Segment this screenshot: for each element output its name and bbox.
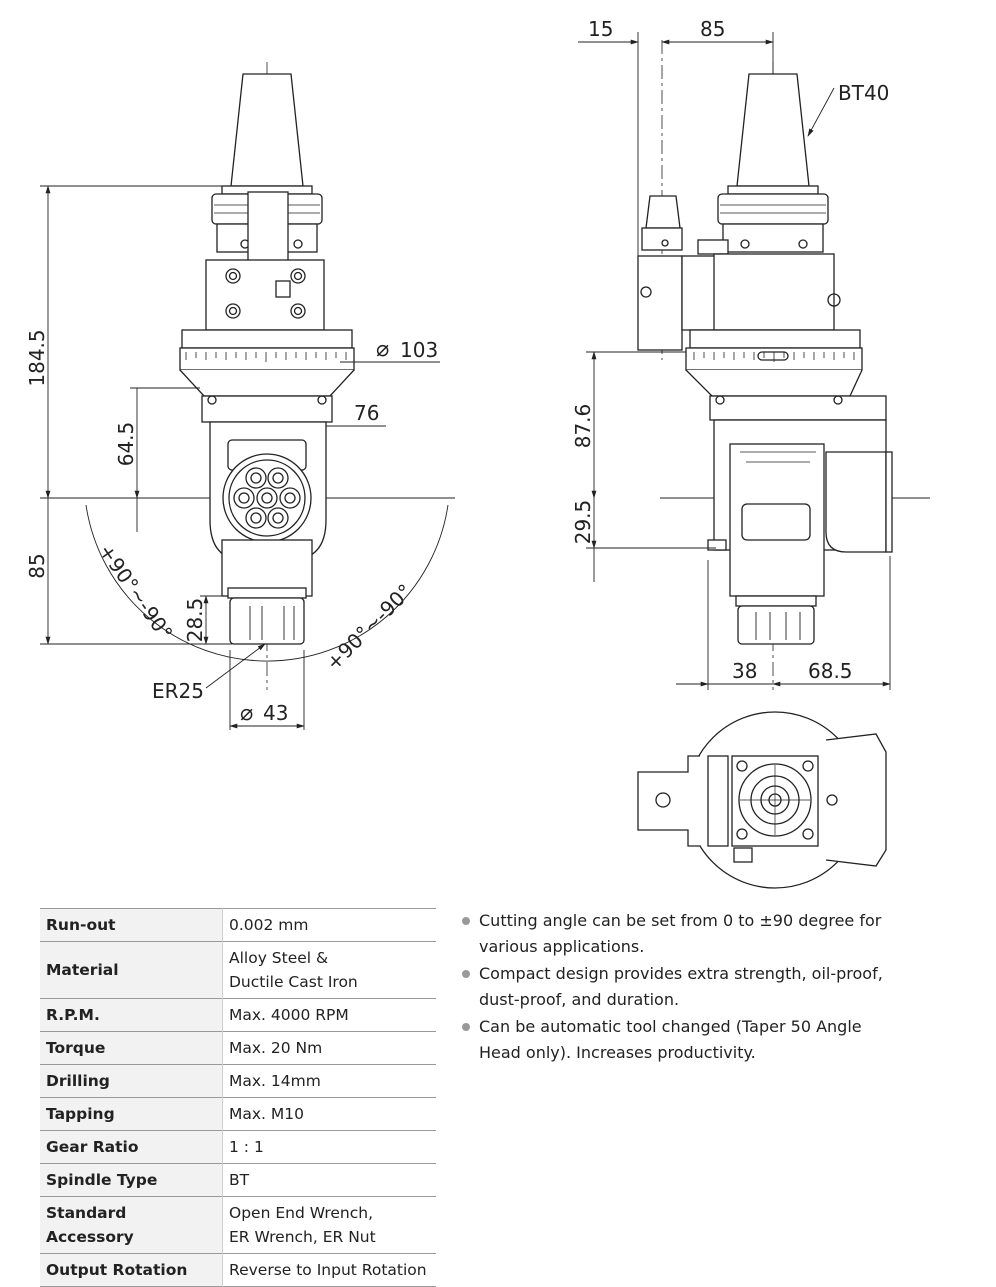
spec-label: Run-out <box>40 908 223 942</box>
feature-item: Can be automatic tool changed (Taper 50 … <box>462 1014 902 1066</box>
spec-value: Reverse to Input Rotation <box>222 1253 436 1287</box>
dim-height-upper: 87.6 <box>571 404 595 449</box>
technical-drawing: 184.5 ⌀ 103 64.5 76 85 28.5 ER25 ⌀ 43 +9… <box>25 17 930 889</box>
diameter-symbol-nut: ⌀ <box>240 701 253 726</box>
spec-row: Gear Ratio 1 : 1 <box>40 1130 436 1164</box>
spec-label: Gear Ratio <box>40 1130 223 1164</box>
spec-value: Alloy Steel & Ductile Cast Iron <box>222 941 436 999</box>
spec-row: Run-out 0.002 mm <box>40 908 436 942</box>
bullet-icon <box>462 1023 470 1031</box>
dim-height-lower: 29.5 <box>571 500 595 545</box>
collet-label: ER25 <box>152 679 204 703</box>
dim-lower-height: 85 <box>25 553 49 578</box>
spec-value: 1 : 1 <box>222 1130 436 1164</box>
spec-value-line: Alloy Steel & <box>229 949 329 967</box>
side-dimensions <box>578 32 891 690</box>
spec-value-line: BT <box>229 1171 250 1189</box>
spec-value-line: Open End Wrench, <box>229 1204 374 1222</box>
spec-row: Material Alloy Steel & Ductile Cast Iron <box>40 941 436 999</box>
dim-width-left: 38 <box>732 659 757 683</box>
spec-value-line: Ductile Cast Iron <box>229 973 358 991</box>
bullet-icon <box>462 970 470 978</box>
spec-value-line: ER Wrench, ER Nut <box>229 1228 376 1246</box>
spec-value: Max. 4000 RPM <box>222 998 436 1032</box>
spec-row: Spindle Type BT <box>40 1163 436 1197</box>
dim-nut-diameter: 43 <box>263 701 288 725</box>
angle-label-right: +90°~-90° <box>321 579 417 675</box>
spec-value: 0.002 mm <box>222 908 436 942</box>
front-view <box>40 62 455 690</box>
spec-label: Material <box>40 941 223 999</box>
spec-value-line: 0.002 mm <box>229 916 309 934</box>
spec-label: Spindle Type <box>40 1163 223 1197</box>
taper-label: BT40 <box>838 81 889 105</box>
spec-value: BT <box>222 1163 436 1197</box>
spec-row: Torque Max. 20 Nm <box>40 1031 436 1065</box>
spec-value-line: Reverse to Input Rotation <box>229 1261 427 1279</box>
spec-label: Output Rotation <box>40 1253 223 1287</box>
spec-table-body: Run-out 0.002 mm Material Alloy Steel & Duct… <box>40 908 436 1287</box>
spec-row: Standard Accessory Open End Wrench, ER Wre… <box>40 1196 436 1254</box>
spec-value-line: Max. 4000 RPM <box>229 1006 349 1024</box>
angle-label-left: +90°~-90° <box>94 539 178 644</box>
dim-flange-diameter: 103 <box>400 338 438 362</box>
dim-body-width: 76 <box>354 401 379 425</box>
dim-offset-small: 15 <box>588 17 613 41</box>
spec-row: Output Rotation Reverse to Input Rotation <box>40 1253 436 1287</box>
top-view <box>637 711 887 889</box>
dim-offset-large: 85 <box>700 17 725 41</box>
spec-row: Drilling Max. 14mm <box>40 1064 436 1098</box>
diameter-symbol: ⌀ <box>376 337 389 362</box>
bullet-icon <box>462 917 470 925</box>
spec-table: Run-out 0.002 mm Material Alloy Steel & Duct… <box>40 908 436 1287</box>
spec-value: Max. 20 Nm <box>222 1031 436 1065</box>
feature-text: Compact design provides extra strength, … <box>479 964 883 1009</box>
spec-label: Tapping <box>40 1097 223 1131</box>
feature-item: Cutting angle can be set from 0 to ±90 d… <box>462 908 902 960</box>
spec-label: Torque <box>40 1031 223 1065</box>
dim-total-height: 184.5 <box>25 329 49 386</box>
spec-label: R.P.M. <box>40 998 223 1032</box>
side-dimension-labels: 15 85 BT40 87.6 29.5 38 68.5 <box>571 17 889 683</box>
spec-value: Open End Wrench, ER Wrench, ER Nut <box>222 1196 436 1254</box>
spec-value-line: Max. 14mm <box>229 1072 321 1090</box>
dim-nut-height: 28.5 <box>183 598 207 643</box>
spec-row: R.P.M. Max. 4000 RPM <box>40 998 436 1032</box>
spec-value-line: Max. 20 Nm <box>229 1039 323 1057</box>
spec-value-line: 1 : 1 <box>229 1138 264 1156</box>
dim-width-right: 68.5 <box>808 659 853 683</box>
feature-list: Cutting angle can be set from 0 to ±90 d… <box>462 908 902 1067</box>
spec-value: Max. M10 <box>222 1097 436 1131</box>
spec-row: Tapping Max. M10 <box>40 1097 436 1131</box>
front-dimensions <box>40 185 440 730</box>
feature-text: Can be automatic tool changed (Taper 50 … <box>479 1017 862 1062</box>
side-view <box>637 40 930 690</box>
dim-body-offset: 64.5 <box>114 422 138 467</box>
spec-label: Drilling <box>40 1064 223 1098</box>
feature-text: Cutting angle can be set from 0 to ±90 d… <box>479 911 882 956</box>
spec-value-line: Max. M10 <box>229 1105 304 1123</box>
feature-item: Compact design provides extra strength, … <box>462 961 902 1013</box>
spec-label: Standard Accessory <box>40 1196 223 1254</box>
spec-value: Max. 14mm <box>222 1064 436 1098</box>
